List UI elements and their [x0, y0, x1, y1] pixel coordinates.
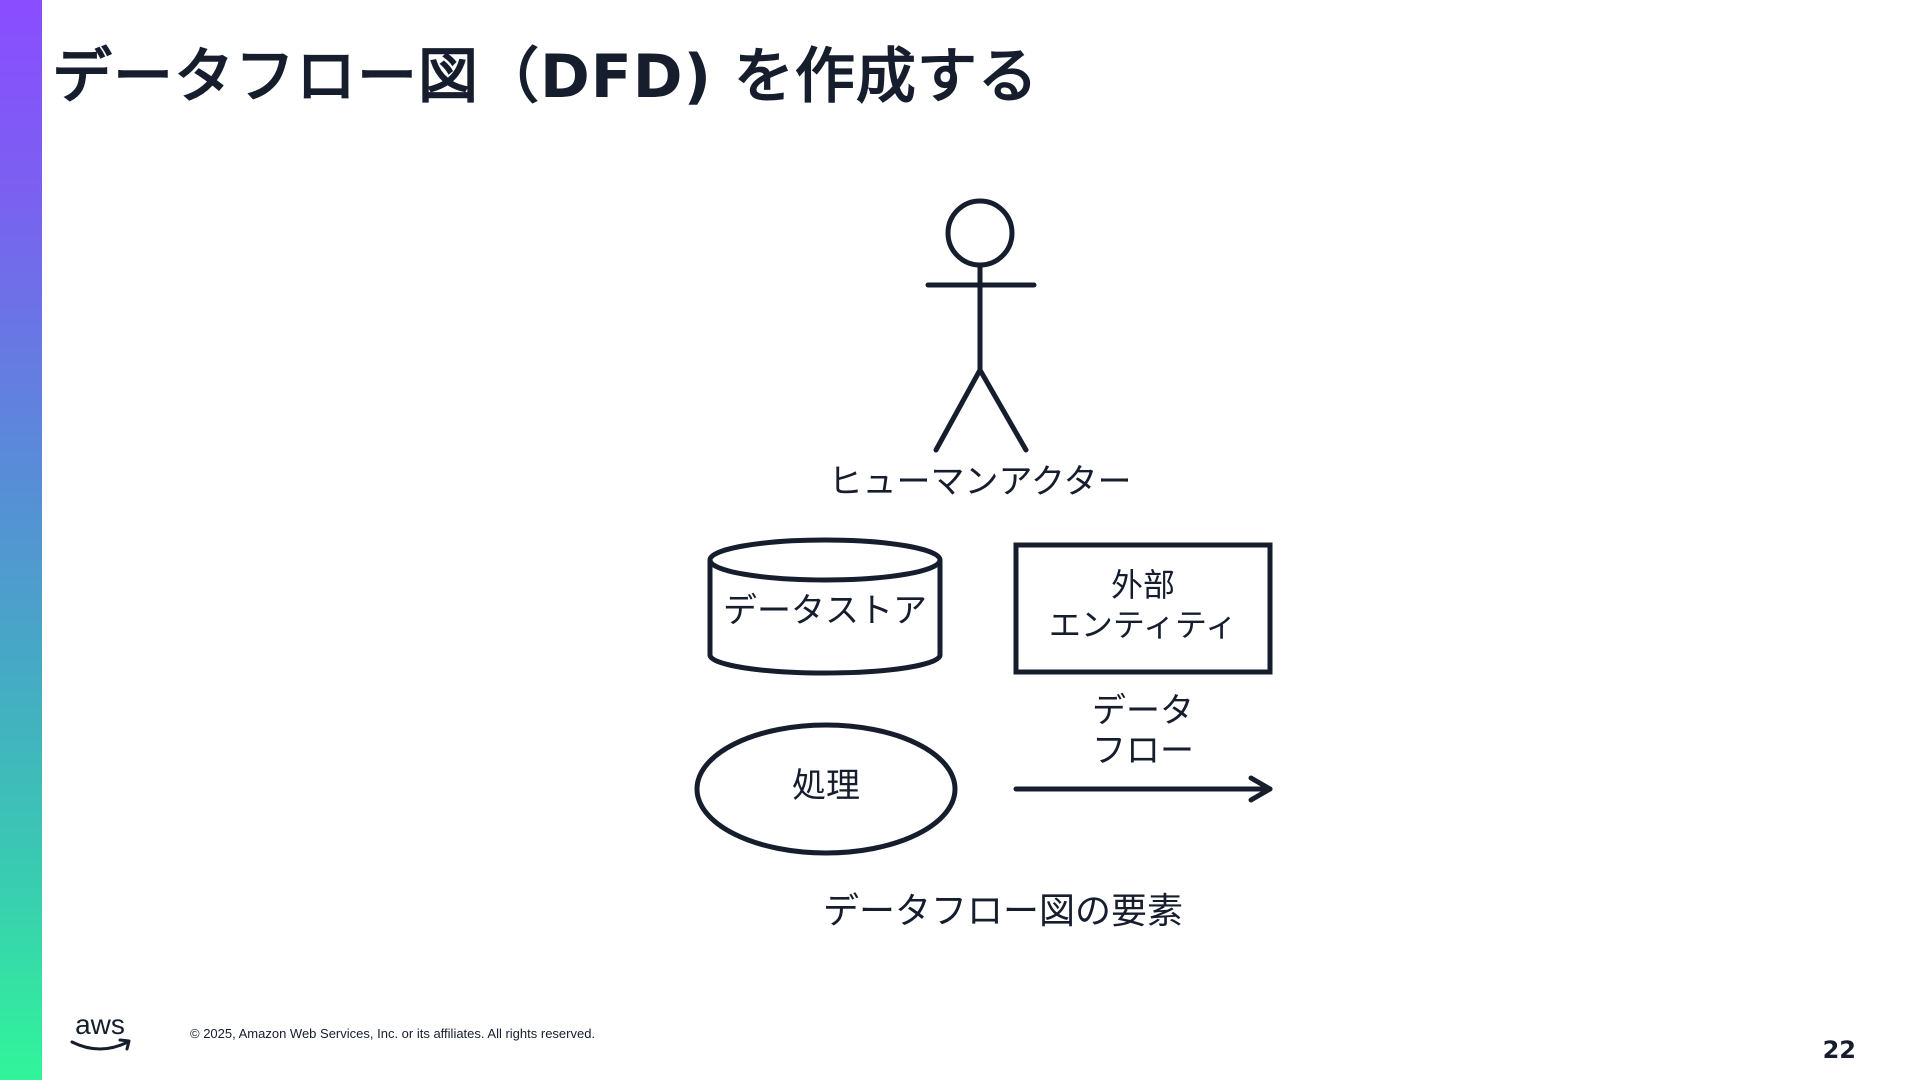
- diagram-caption: データフロー図の要素: [823, 891, 1183, 932]
- cylinder-icon: [707, 537, 943, 676]
- data-flow-label-line1: データ: [1092, 691, 1194, 731]
- rectangle-icon: [1013, 542, 1273, 675]
- process-label: 処理: [792, 766, 860, 806]
- aws-logo-icon: aws: [70, 1010, 131, 1051]
- ellipse-icon: [694, 722, 958, 856]
- arrow-right-icon: [1013, 775, 1273, 803]
- stick-figure-icon: [925, 198, 1037, 453]
- slide-title: データフロー図（DFD) を作成する: [52, 42, 1039, 112]
- external-entity-label-line1: 外部: [1111, 566, 1175, 604]
- copyright-text: © 2025, Amazon Web Services, Inc. or its…: [190, 1026, 596, 1041]
- aws-logo-text: aws: [75, 1010, 125, 1040]
- human-actor-label: ヒューマンアクター: [829, 462, 1132, 502]
- external-entity-label-line2: エンティティ: [1049, 606, 1237, 644]
- page-number: 22: [1822, 1036, 1856, 1064]
- data-flow-label-line2: フロー: [1092, 731, 1194, 771]
- data-store-label: データストア: [723, 591, 927, 631]
- accent-gradient-bar: [0, 0, 42, 1080]
